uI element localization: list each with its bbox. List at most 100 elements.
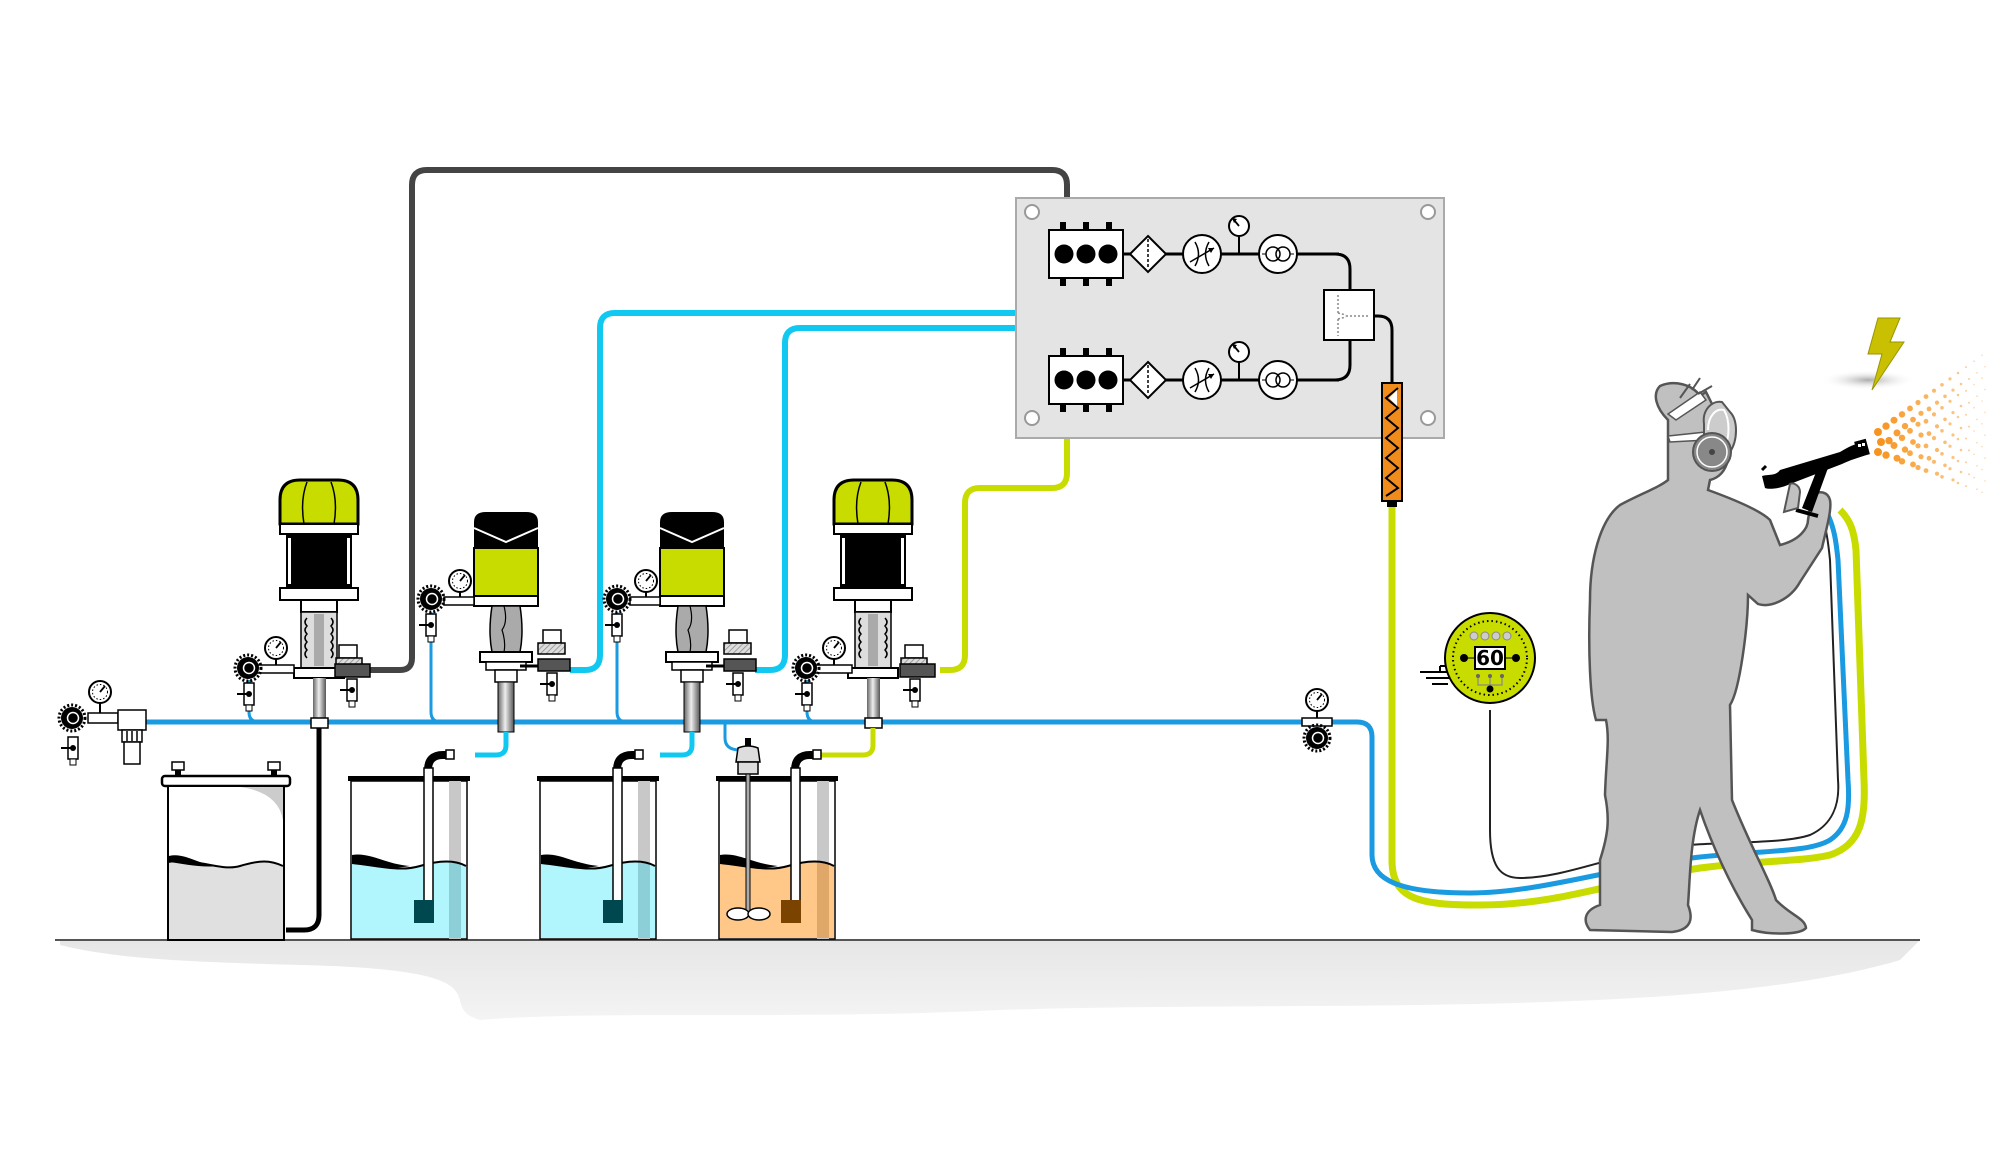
indicator-led [1480,631,1490,641]
spray-droplet [1934,447,1940,453]
floor-shadow [60,940,1920,1020]
spray-droplet [1898,411,1906,418]
mixer-feed-line [1374,314,1394,383]
plus-button-icon [1512,654,1520,662]
spray-droplet [1931,459,1937,464]
spray-droplet [1951,433,1955,437]
spray-droplet [1901,446,1909,453]
spray-droplet [1940,429,1944,433]
spray-droplet [1968,449,1970,452]
tank-fluid [720,861,834,938]
agitator [726,738,771,921]
spray-droplet [1956,415,1960,419]
spray-droplet [1931,388,1937,393]
spray-droplet [1956,371,1960,375]
spray-droplet [1968,425,1970,428]
pump-4 [832,478,914,729]
shutoff-valve-icon [236,682,255,712]
spray-droplet [1973,453,1975,456]
spray-droplet [1973,360,1975,363]
gun-air-regulator [1301,688,1333,753]
spray-droplet [1923,443,1929,449]
tank-1 [160,761,292,941]
regulator-knob-icon [1302,723,1332,753]
spray-operator [1584,377,1832,935]
spray-droplet [1956,393,1960,397]
regulator-knob-icon [416,584,446,614]
shutoff-valve-icon [60,736,79,766]
shutoff-valve-icon [339,678,358,708]
spray-droplet [1874,448,1882,456]
tank-fluid [541,861,655,938]
shutoff-valve-icon [794,682,813,712]
tank-fluid [352,861,466,938]
spray-droplet [1940,406,1944,410]
panel-merge-line [1334,252,1352,382]
panel-screw-hole [1420,410,1436,426]
spray-droplet [1918,432,1924,438]
spray-droplet [1907,450,1913,457]
pressure-gauge-icon [448,569,472,593]
spray-droplet [1965,485,1967,488]
spray-droplet [1907,405,1913,412]
spray-droplet [1915,464,1921,471]
spray-droplet [1984,411,1986,414]
impeller-icon [747,907,771,921]
spray-droplet [1981,445,1983,448]
return-line [370,167,1070,673]
spray-droplet [1926,431,1932,436]
spray-droplet [1956,437,1960,441]
spray-droplet [1984,388,1986,391]
pump-4-accessories [791,636,936,712]
spray-droplet [1934,400,1940,405]
spray-droplet [1882,422,1890,430]
spray-droplet [1934,471,1940,476]
pressure-gauge-icon [634,569,658,593]
spray-droplet [1959,382,1963,386]
static-mixer [1381,382,1403,507]
respirator-mask-icon [1666,390,1737,472]
spray-droplet [1923,468,1929,473]
spray-droplet [1931,436,1937,441]
regulator-knob-icon [602,584,632,614]
operator-hand [1782,482,1802,514]
tank-fluid [169,860,283,939]
shutoff-valve-icon [539,672,558,702]
spray-droplet [1981,423,1983,425]
spray-droplet [1931,412,1937,417]
panel-screw-hole [1024,204,1040,220]
spray-droplet [1976,441,1978,444]
component-a-line [940,420,1070,673]
pump-3 [659,512,725,733]
spray-droplet [1976,488,1978,491]
panel-screw-hole [1024,410,1040,426]
spray-droplet [1893,454,1901,462]
spray-droplet [1973,406,1975,409]
spray-droplet [1890,416,1898,424]
spray-droplet [1934,424,1940,429]
spray-droplet [1965,437,1967,440]
spray-pattern [1874,354,1986,494]
shutoff-valve-icon [604,613,623,643]
mixing-panel [1015,197,1445,439]
spray-droplet [1890,442,1898,449]
shutoff-valve-icon [902,678,921,708]
shutoff-valve-icon [725,672,744,702]
pressure-gauge-icon [1305,688,1329,712]
spray-gun-icon [1760,438,1870,518]
mixed-material-hose [1388,507,1868,909]
spray-droplet [1984,434,1986,437]
spray-droplet [1910,439,1916,445]
spray-droplet [1898,458,1906,465]
spray-droplet [1959,470,1963,474]
spray-droplet [1951,388,1955,392]
agitator-air-line [723,722,745,752]
spray-droplet [1984,457,1986,459]
pump-1 [278,478,360,729]
pump-2 [473,512,539,733]
spray-droplet [1915,443,1921,449]
spray-droplet [1973,476,1975,479]
spray-droplet [1956,481,1960,485]
spray-droplet [1976,372,1978,374]
